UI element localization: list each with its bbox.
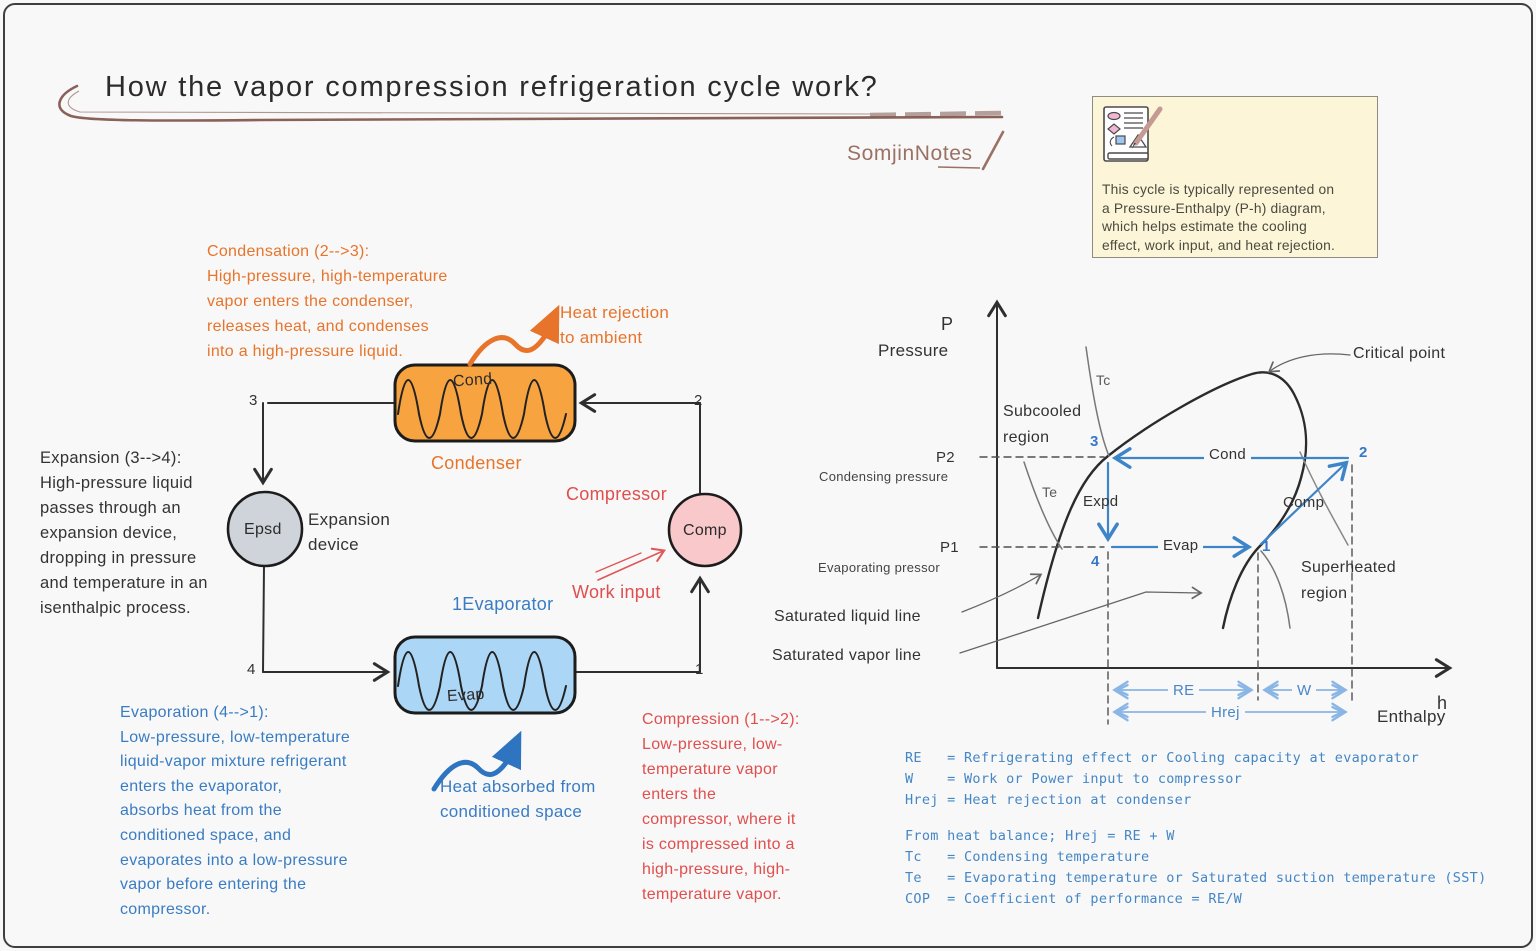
ph-diagram — [959, 299, 1453, 725]
ph-point-2: 2 — [1359, 444, 1368, 461]
ph-point-1: 1 — [1262, 538, 1271, 555]
ph-axis-enthalpy: Enthalpy — [1377, 707, 1446, 726]
condenser-label: Condenser — [431, 453, 522, 473]
cycle-point-1: 1 — [695, 661, 704, 678]
tc-isotherm-superheat — [1299, 451, 1349, 546]
note-text: This cycle is typically represented on a… — [1102, 182, 1336, 253]
te-curve-label: Te — [1042, 484, 1058, 500]
cycle-point-2: 2 — [694, 392, 703, 409]
heat-absorbed-arrow — [431, 730, 522, 792]
condenser-box — [393, 363, 577, 443]
tc-curve-label: Tc — [1096, 372, 1111, 388]
expansion-paragraph: Expansion (3-->4): High-pressure liquid … — [40, 449, 208, 617]
ph-axis-h: h — [1437, 693, 1448, 713]
cycle-point-3: 3 — [249, 392, 258, 409]
legend-definitions: RE = Refrigerating effect or Cooling cap… — [905, 750, 1420, 808]
te-isotherm-curve — [1023, 461, 1063, 550]
heat-absorbed-label: Heat absorbed from conditioned space — [440, 777, 596, 821]
p2-tick-label: P2 — [936, 449, 955, 466]
subcooled-region-label: Subcooled region — [1003, 403, 1082, 446]
hrej-span-label: Hrej — [1206, 702, 1245, 724]
sat-liquid-leader — [961, 573, 1043, 613]
evaporator-tag: Evap — [446, 685, 486, 706]
cond-process-label: Cond — [1204, 444, 1252, 466]
critical-point-label: Critical point — [1353, 345, 1446, 362]
comp-process-label: Comp — [1283, 494, 1325, 511]
condenser-tag: Cond — [452, 370, 493, 391]
work-input-label: Work input — [572, 582, 661, 602]
p1-tick-label: P1 — [940, 539, 959, 556]
te-isotherm-superheat — [1260, 550, 1291, 629]
note-doc-pencil-icon — [1103, 106, 1163, 162]
work-input-arrow — [595, 547, 666, 581]
title-underline-swoosh — [58, 84, 1004, 122]
cycle-point-4: 4 — [247, 661, 256, 678]
expansion-device-circle — [226, 490, 304, 568]
sat-vapor-leader — [959, 586, 1203, 654]
evaporation-paragraph: Evaporation (4-->1): Low-pressure, low-t… — [120, 704, 351, 918]
page-title: How the vapor compression refrigeration … — [105, 71, 879, 103]
condensing-pressure-label: Condensing pressure — [819, 469, 949, 484]
heat-rejection-arrow — [467, 304, 560, 367]
saturation-dome — [1036, 371, 1308, 630]
evaporator-box — [393, 635, 577, 715]
condensation-paragraph: Condensation (2-->3): High-pressure, hig… — [207, 243, 448, 360]
expansion-label: Expansion device — [308, 510, 391, 554]
legend-formulas: From heat balance; Hrej = RE + W Tc = Co… — [905, 828, 1487, 907]
ph-point-3: 3 — [1090, 433, 1099, 450]
re-span-label: RE — [1168, 680, 1200, 702]
compressor-tag: Comp — [683, 522, 727, 539]
evaporator-label: 1Evaporator — [452, 594, 554, 614]
ph-point-4: 4 — [1091, 553, 1100, 570]
evap-process-label: Evap — [1158, 535, 1204, 557]
signature-pen-strokes — [937, 130, 1005, 171]
expansion-tag: Epsd — [244, 521, 282, 538]
w-span-label: W — [1292, 680, 1317, 702]
saturated-vapor-line-label: Saturated vapor line — [772, 647, 922, 664]
ph-axis-p: P — [941, 314, 954, 334]
signature: SomjinNotes — [847, 142, 973, 165]
compression-paragraph: Compression (1-->2): Low-pressure, low- … — [642, 711, 800, 903]
saturated-liquid-line-label: Saturated liquid line — [774, 608, 921, 625]
heat-rejection-label: Heat rejection to ambient — [560, 303, 670, 347]
compressor-circle — [667, 492, 743, 568]
note-box: This cycle is typically represented on a… — [1092, 96, 1378, 258]
evaporating-pressure-label: Evaporating pressor — [818, 560, 941, 575]
compressor-label: Compressor — [566, 484, 668, 504]
cycle-diagram — [226, 304, 743, 792]
ph-axis-pressure: Pressure — [878, 341, 949, 360]
comp-process-arrow — [1259, 460, 1349, 546]
expd-process-label: Expd — [1083, 493, 1119, 510]
dashed-guides — [979, 456, 1353, 725]
tc-isotherm-curve — [1085, 346, 1110, 457]
critical-point-leader — [1267, 353, 1351, 373]
superheated-region-label: Superheated region — [1301, 559, 1396, 602]
